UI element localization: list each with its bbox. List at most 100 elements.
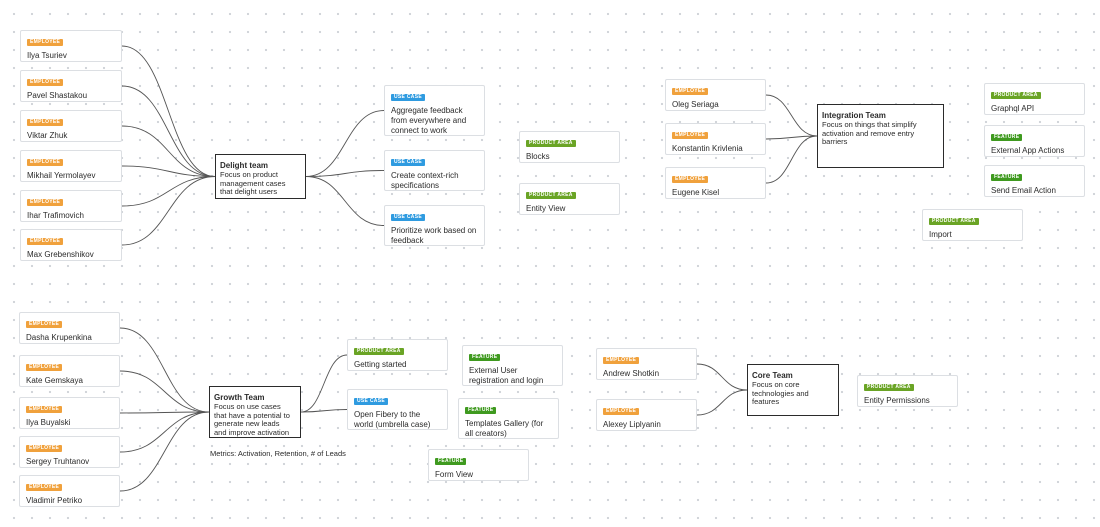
connector-line-0 (121, 45, 216, 177)
connector-line-11 (765, 135, 818, 184)
employee-card-viktar-zhuk[interactable]: EMPLOYEE Viktar Zhuk (20, 110, 122, 142)
employee-card-andrew-shotkin[interactable]: EMPLOYEE Andrew Shotkin (596, 348, 697, 380)
employee-name: Kate Gemskaya (26, 376, 83, 385)
product-area-card-import[interactable]: PRODUCT AREA Import (922, 209, 1023, 241)
connector-line-6 (305, 110, 385, 177)
use-case-card-context-rich-specs[interactable]: USE CASE Create context-rich specificati… (384, 150, 485, 191)
use-case-title: Aggregate feedback from everywhere and c… (391, 106, 467, 135)
employee-name: Viktar Zhuk (27, 131, 68, 140)
product-area-card-blocks[interactable]: PRODUCT AREA Blocks (519, 131, 620, 163)
employee-card-dasha-krupenkina[interactable]: EMPLOYEE Dasha Krupenkina (19, 312, 120, 344)
feature-badge: FEATURE (435, 458, 467, 465)
team-card-integration[interactable]: Integration Team Focus on things that si… (817, 104, 944, 168)
team-card-delight[interactable]: Delight team Focus on product management… (215, 154, 306, 199)
feature-badge: FEATURE (469, 354, 501, 361)
feature-title: Form View (435, 470, 474, 479)
employee-name: Oleg Seriaga (672, 100, 719, 109)
connector-line-20 (696, 389, 748, 416)
team-card-growth[interactable]: Growth Team Focus on use cases that have… (209, 386, 301, 438)
employee-badge: EMPLOYEE (26, 484, 63, 491)
employee-card-alexey-liplyanin[interactable]: EMPLOYEE Alexey Liplyanin (596, 399, 697, 431)
connector-line-19 (696, 363, 748, 391)
feature-card-templates-gallery[interactable]: FEATURE Templates Gallery (for all creat… (458, 398, 559, 439)
use-case-badge: USE CASE (354, 398, 388, 405)
feature-title: Send Email Action (991, 186, 1056, 195)
connector-line-16 (119, 411, 210, 492)
employee-name: Alexey Liplyanin (603, 420, 661, 429)
employee-card-ilya-tsuriev[interactable]: EMPLOYEE Ilya Tsuriev (20, 30, 122, 62)
team-card-core[interactable]: Core Team Focus on core technologies and… (747, 364, 839, 416)
connector-line-15 (119, 411, 210, 453)
use-case-title: Create context-rich specifications (391, 171, 459, 190)
connector-line-10 (765, 135, 818, 140)
feature-card-external-app-actions[interactable]: FEATURE External App Actions (984, 125, 1085, 157)
team-description: Focus on use cases that have a potential… (214, 402, 290, 437)
team-title: Core Team (752, 371, 793, 380)
employee-card-ihar-trafimovich[interactable]: EMPLOYEE Ihar Trafimovich (20, 190, 122, 222)
metrics-note: Metrics: Activation, Retention, # of Lea… (210, 449, 346, 458)
employee-badge: EMPLOYEE (672, 132, 709, 139)
connector-line-4 (121, 176, 216, 207)
product-area-title: Import (929, 230, 952, 239)
product-area-card-graphql-api[interactable]: PRODUCT AREA Graphql API (984, 83, 1085, 115)
employee-card-konstantin-krivlenia[interactable]: EMPLOYEE Konstantin Krivlenia (665, 123, 766, 155)
use-case-card-aggregate-feedback[interactable]: USE CASE Aggregate feedback from everywh… (384, 85, 485, 136)
employee-badge: EMPLOYEE (603, 408, 640, 415)
use-case-title: Prioritize work based on feedback (391, 226, 477, 245)
connector-line-8 (305, 176, 385, 226)
employee-badge: EMPLOYEE (26, 406, 63, 413)
employee-badge: EMPLOYEE (27, 79, 64, 86)
employee-name: Ihar Trafimovich (27, 211, 84, 220)
employee-card-pavel-shastakou[interactable]: EMPLOYEE Pavel Shastakou (20, 70, 122, 102)
employee-card-eugene-kisel[interactable]: EMPLOYEE Eugene Kisel (665, 167, 766, 199)
team-description: Focus on core technologies and features (752, 380, 809, 406)
employee-badge: EMPLOYEE (26, 364, 63, 371)
connector-line-14 (119, 411, 210, 414)
product-area-badge: PRODUCT AREA (354, 348, 404, 355)
product-area-card-entity-permissions[interactable]: PRODUCT AREA Entity Permissions (857, 375, 958, 407)
feature-card-external-user-registration[interactable]: FEATURE External User registration and l… (462, 345, 563, 386)
feature-badge: FEATURE (465, 407, 497, 414)
product-area-card-getting-started[interactable]: PRODUCT AREA Getting started (347, 339, 448, 371)
employee-badge: EMPLOYEE (27, 159, 64, 166)
employee-badge: EMPLOYEE (27, 119, 64, 126)
connector-line-5 (121, 176, 216, 246)
connector-line-2 (121, 125, 216, 177)
feature-title: External User registration and login (469, 366, 544, 385)
use-case-badge: USE CASE (391, 159, 425, 166)
feature-title: Templates Gallery (for all creators) (465, 419, 544, 438)
use-case-card-open-fibery[interactable]: USE CASE Open Fibery to the world (umbre… (347, 389, 448, 430)
connector-line-1 (121, 85, 216, 177)
employee-badge: EMPLOYEE (26, 321, 63, 328)
use-case-badge: USE CASE (391, 94, 425, 101)
use-case-badge: USE CASE (391, 214, 425, 221)
product-area-card-entity-view[interactable]: PRODUCT AREA Entity View (519, 183, 620, 215)
employee-badge: EMPLOYEE (672, 88, 709, 95)
employee-card-ilya-buyalski[interactable]: EMPLOYEE Ilya Buyalski (19, 397, 120, 429)
employee-name: Ilya Tsuriev (27, 51, 67, 60)
employee-card-max-grebenshikov[interactable]: EMPLOYEE Max Grebenshikov (20, 229, 122, 261)
employee-card-vladimir-petriko[interactable]: EMPLOYEE Vladimir Petriko (19, 475, 120, 507)
team-description: Focus on things that simplify activation… (822, 120, 917, 146)
employee-name: Max Grebenshikov (27, 250, 94, 259)
feature-card-send-email-action[interactable]: FEATURE Send Email Action (984, 165, 1085, 197)
feature-card-form-view[interactable]: FEATURE Form View (428, 449, 529, 481)
employee-badge: EMPLOYEE (27, 238, 64, 245)
employee-name: Dasha Krupenkina (26, 333, 92, 342)
employee-name: Ilya Buyalski (26, 418, 71, 427)
product-area-title: Graphql API (991, 104, 1035, 113)
employee-card-oleg-seriaga[interactable]: EMPLOYEE Oleg Seriaga (665, 79, 766, 111)
connector-line-18 (300, 409, 348, 413)
employee-card-mikhail-yermolayev[interactable]: EMPLOYEE Mikhail Yermolayev (20, 150, 122, 182)
product-area-badge: PRODUCT AREA (929, 218, 979, 225)
team-title: Delight team (220, 161, 269, 170)
employee-name: Vladimir Petriko (26, 496, 83, 505)
product-area-badge: PRODUCT AREA (526, 140, 576, 147)
employee-card-sergey-truhtanov[interactable]: EMPLOYEE Sergey Truhtanov (19, 436, 120, 468)
use-case-card-prioritize-work[interactable]: USE CASE Prioritize work based on feedba… (384, 205, 485, 246)
employee-card-kate-gemskaya[interactable]: EMPLOYEE Kate Gemskaya (19, 355, 120, 387)
use-case-title: Open Fibery to the world (umbrella case) (354, 410, 431, 429)
employee-name: Pavel Shastakou (27, 91, 88, 100)
team-title: Integration Team (822, 111, 886, 120)
